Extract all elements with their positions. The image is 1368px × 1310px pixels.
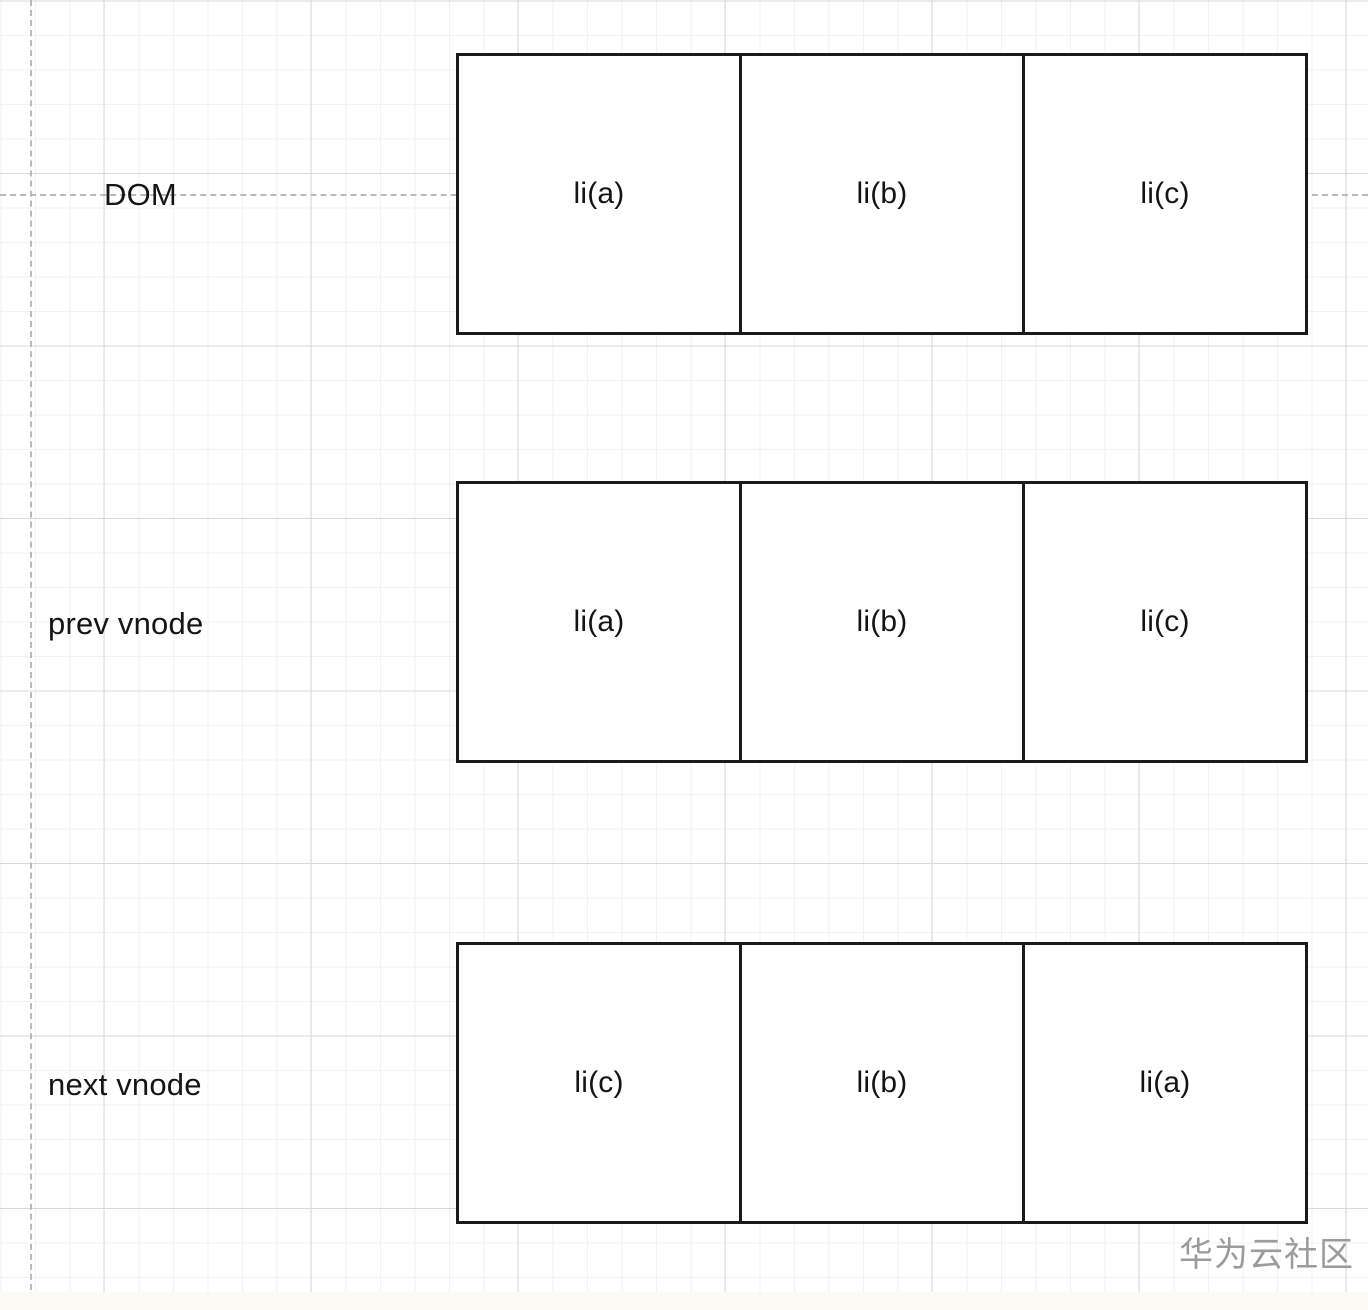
- node-cell[interactable]: li(b): [742, 945, 1025, 1221]
- node-row-prev-vnode: li(a) li(b) li(c): [456, 481, 1308, 763]
- node-cell-label: li(c): [574, 1066, 624, 1099]
- node-cell[interactable]: li(b): [742, 484, 1025, 760]
- node-cell-label: li(a): [1139, 1066, 1191, 1099]
- node-row-dom: li(a) li(b) li(c): [456, 53, 1308, 335]
- node-cell[interactable]: li(a): [459, 56, 742, 332]
- node-cell[interactable]: li(c): [459, 945, 742, 1221]
- row-label-prev-vnode: prev vnode: [48, 606, 204, 641]
- node-cell[interactable]: li(a): [459, 484, 742, 760]
- node-cell-label: li(a): [573, 177, 625, 210]
- node-row-next-vnode: li(c) li(b) li(a): [456, 942, 1308, 1224]
- node-cell-label: li(b): [856, 177, 908, 210]
- node-cell[interactable]: li(b): [742, 56, 1025, 332]
- node-cell-label: li(c): [1140, 605, 1190, 638]
- node-cell[interactable]: li(a): [1025, 945, 1305, 1221]
- node-cell-label: li(a): [573, 605, 625, 638]
- node-cell-label: li(b): [856, 605, 908, 638]
- node-cell-label: li(b): [856, 1066, 908, 1099]
- node-cell-label: li(c): [1140, 177, 1190, 210]
- row-label-dom: DOM: [104, 177, 177, 212]
- bottom-strip: [0, 1292, 1368, 1310]
- row-label-next-vnode: next vnode: [48, 1067, 202, 1102]
- node-cell[interactable]: li(c): [1025, 484, 1305, 760]
- guide-line-vertical: [30, 0, 32, 1310]
- node-cell[interactable]: li(c): [1025, 56, 1305, 332]
- watermark: 华为云社区: [1179, 1236, 1354, 1274]
